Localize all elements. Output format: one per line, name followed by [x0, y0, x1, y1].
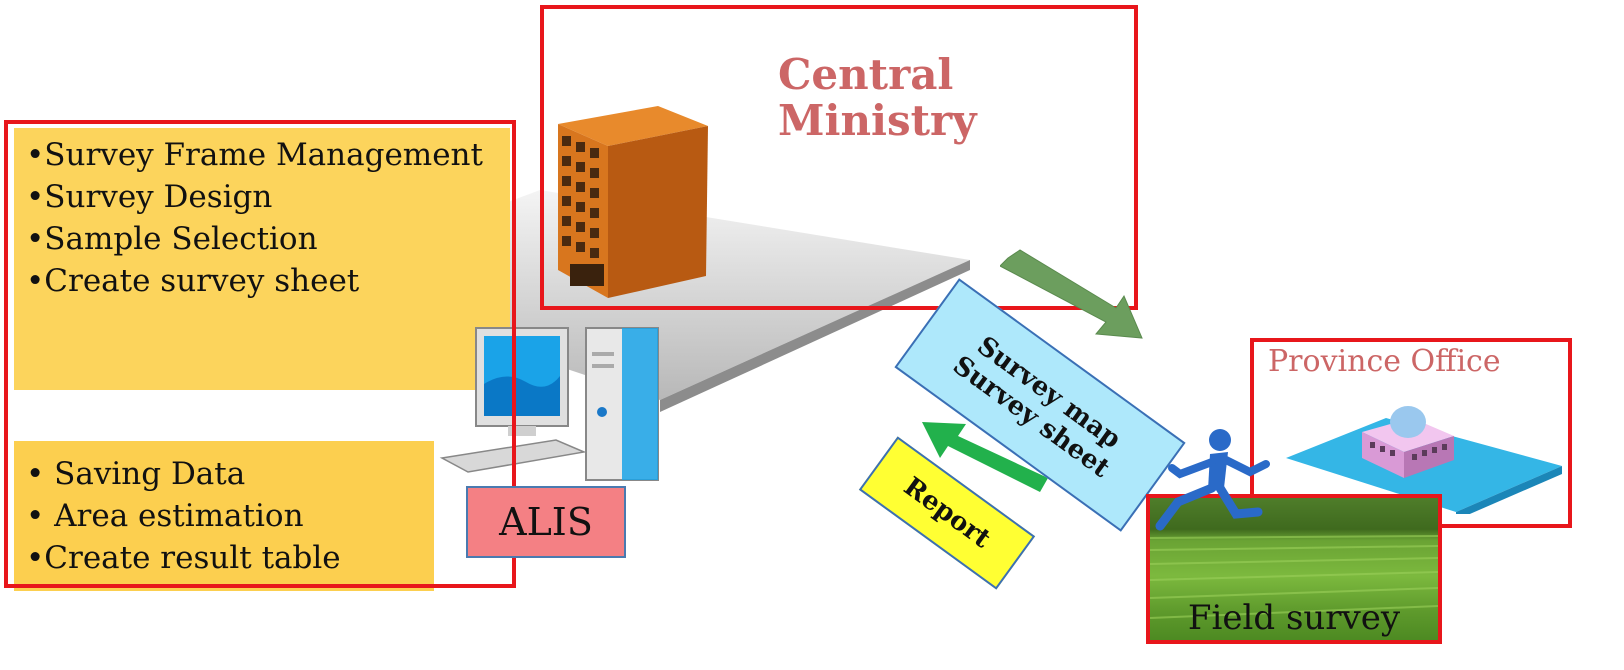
task-item: •Survey Design [26, 179, 273, 215]
central-ministry-frame [540, 5, 1138, 310]
task-item: •Survey Frame Management [26, 137, 483, 173]
office-building-icon [558, 106, 708, 298]
task-item: • Area estimation [26, 498, 304, 534]
task-item: •Sample Selection [26, 221, 318, 257]
processing-panel [14, 441, 434, 591]
field-survey-frame [1146, 494, 1442, 644]
central-ministry-title: Central Ministry [778, 52, 977, 144]
title-line: Central [778, 50, 954, 99]
processing-task-list: • Saving Data • Area estimation •Create … [26, 453, 341, 579]
province-building-icon [1286, 406, 1562, 514]
runner-icon [1155, 429, 1270, 531]
planning-panel [14, 128, 510, 390]
field-survey-label: Field survey [1187, 598, 1401, 638]
alis-label: ALIS [466, 486, 626, 558]
field-rows [1150, 535, 1438, 619]
task-item: •Create result table [26, 540, 341, 576]
planning-task-list: •Survey Frame Management •Survey Design … [26, 134, 483, 302]
province-office-title: Province Office [1268, 344, 1501, 379]
planning-frame [4, 120, 516, 588]
arrow-up-left-icon [922, 422, 1048, 492]
title-line: Ministry [778, 96, 977, 145]
arrow-down-right-icon [1000, 249, 1143, 339]
task-item: •Create survey sheet [26, 263, 360, 299]
task-item: • Saving Data [26, 456, 246, 492]
